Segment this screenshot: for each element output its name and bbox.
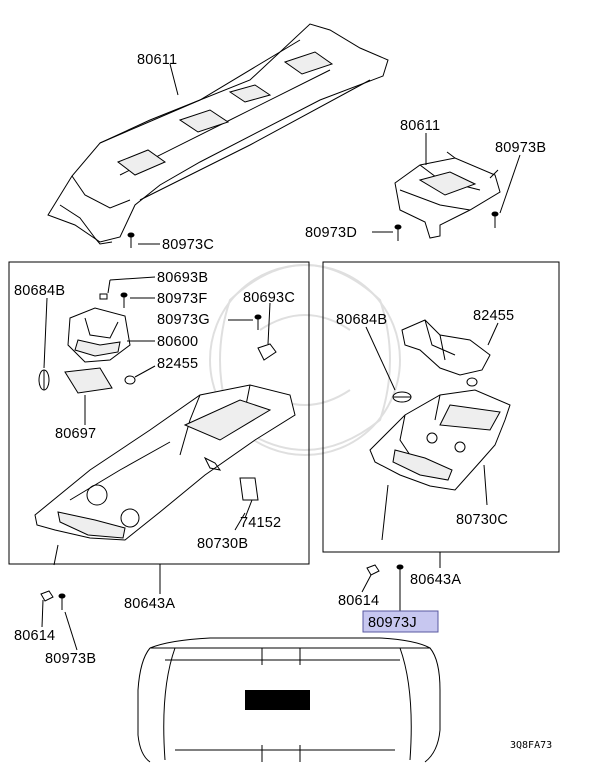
console-80730B [34, 384, 296, 541]
right-assembly-frame [322, 261, 560, 553]
roof-panel-80611 [47, 23, 389, 245]
part-label-82455-right: 82455 [473, 308, 514, 324]
cap-82455-left-icon [124, 375, 136, 385]
part-label-80697: 80697 [55, 426, 96, 442]
car-top-view [137, 637, 441, 763]
part-label-80684B-right: 80684B [336, 312, 387, 328]
part-label-80614-right: 80614 [338, 593, 379, 609]
bracket-80611 [394, 151, 501, 239]
lamp-assembly-80600 [67, 307, 131, 363]
part-label-80973B-bottom: 80973B [45, 651, 96, 667]
screw-80973B-bottom-icon [58, 593, 66, 610]
part-label-80973G: 80973G [157, 312, 210, 328]
highlight-80973J[interactable]: 80973J [362, 610, 439, 633]
lens-80697-icon [64, 367, 113, 394]
part-label-80693C: 80693C [243, 290, 295, 306]
screw-80973G-icon [254, 314, 262, 330]
part-label-80693B: 80693B [157, 270, 208, 286]
bulb-80684B-right-icon [392, 391, 412, 403]
part-label-74152: 74152 [240, 515, 281, 531]
clip-80614-left-icon [40, 590, 54, 602]
part-label-80600: 80600 [157, 334, 198, 350]
part-label-80611-right: 80611 [400, 118, 440, 134]
cap-82455-right-icon [466, 377, 478, 387]
part-label-80973C: 80973C [162, 237, 214, 253]
screw-80973D-icon [394, 224, 402, 241]
part-label-82455-left: 82455 [157, 356, 198, 372]
lamp-assembly-right [401, 319, 491, 376]
part-label-80684B-left: 80684B [14, 283, 65, 299]
left-assembly-frame [8, 261, 310, 565]
part-label-80973F: 80973F [157, 291, 207, 307]
part-label-80973J[interactable]: 80973J [368, 615, 417, 631]
part-label-80973D: 80973D [305, 225, 357, 241]
clip-80614-right-icon [366, 564, 380, 576]
clip-80693B-icon [99, 293, 108, 300]
part-label-80973B-top: 80973B [495, 140, 546, 156]
console-location-marker [245, 690, 310, 710]
part-label-80730B: 80730B [197, 536, 248, 552]
part-label-80730C: 80730C [456, 512, 508, 528]
part-label-80611-top: 80611 [137, 52, 177, 68]
part-label-80614-left: 80614 [14, 628, 55, 644]
bulb-80684B-left-icon [38, 369, 50, 391]
clip-74152-icon [239, 477, 259, 501]
part-label-80643A-left: 80643A [124, 596, 175, 612]
diagram-code: 3Q8FA73 [510, 740, 552, 751]
screw-80973C-icon [127, 232, 135, 248]
clip-80693C-icon [257, 343, 277, 361]
console-80730C [369, 389, 511, 491]
part-label-80643A-right: 80643A [410, 572, 461, 588]
screw-80973B-icon [491, 211, 499, 228]
screw-80973F-icon [120, 292, 128, 308]
screw-80973J-icon [396, 564, 404, 582]
